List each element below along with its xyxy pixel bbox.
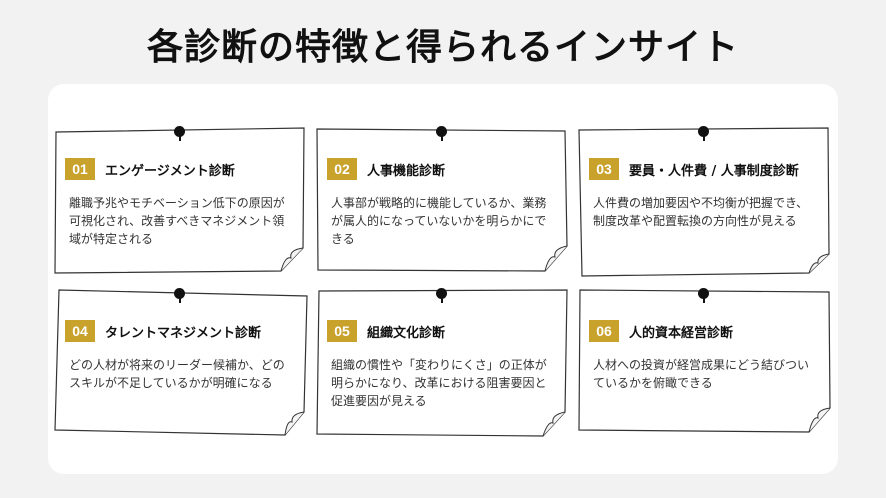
note-paper	[54, 127, 305, 274]
card-number-badge: 04	[65, 320, 95, 342]
card-number-badge: 01	[65, 158, 95, 180]
note-paper	[578, 289, 831, 433]
pin-icon	[174, 288, 186, 303]
card-title: 要員・人件費 / 人事制度診断	[629, 163, 799, 179]
card-description: 人事部が戦略的に機能しているか、業務が属人的になっていないかを明らかにできる	[331, 196, 547, 246]
card-title: 組織文化診断	[367, 325, 446, 341]
card-description: 人件費の増加要因や不均衡が把握でき、制度改革や配置転換の方向性が見える	[593, 196, 809, 228]
card-engagement: 01 エンゲージメント診断 離職予兆やモチベーション低下の原因が可視化され、改善…	[54, 126, 305, 274]
card-title: エンゲージメント診断	[105, 163, 235, 179]
pin-icon	[436, 126, 448, 141]
card-number-badge: 02	[327, 158, 357, 180]
card-description: どの人材が将来のリーダー候補か、どのスキルが不足しているかが明確になる	[69, 358, 285, 390]
card-number-badge: 06	[589, 320, 619, 342]
card-human-capital: 06 人的資本経営診断 人材への投資が経営成果にどう結びついているかを俯瞰できる	[578, 288, 831, 434]
note-paper	[316, 128, 568, 272]
card-org-culture: 05 組織文化診断 組織の慣性や「変わりにくさ」の正体が明らかになり、改革におけ…	[316, 288, 568, 437]
pin-icon	[698, 288, 710, 303]
card-title: 人的資本経営診断	[629, 325, 734, 341]
card-number-badge: 03	[589, 158, 619, 180]
pin-icon	[436, 288, 448, 303]
card-description: 離職予兆やモチベーション低下の原因が可視化され、改善すべきマネジメント領域が特定…	[69, 196, 285, 246]
note-paper	[316, 289, 568, 437]
pin-icon	[698, 126, 710, 141]
card-staffing-cost: 03 要員・人件費 / 人事制度診断 人件費の増加要因や不均衡が把握でき、制度改…	[578, 126, 830, 277]
card-description: 組織の慣性や「変わりにくさ」の正体が明らかになり、改革における阻害要因と促進要因…	[331, 358, 547, 408]
page-title: 各診断の特徴と得られるインサイト	[146, 27, 739, 68]
pin-icon	[174, 126, 186, 141]
card-description: 人材への投資が経営成果にどう結びついているかを俯瞰できる	[593, 358, 810, 390]
note-paper	[54, 289, 308, 436]
card-hr-function: 02 人事機能診断 人事部が戦略的に機能しているか、業務が属人的になっていないか…	[316, 126, 568, 272]
card-title: タレントマネジメント診断	[105, 325, 262, 341]
card-number-badge: 05	[327, 320, 357, 342]
card-talent-management: 04 タレントマネジメント診断 どの人材が将来のリーダー候補か、どのスキルが不足…	[54, 288, 308, 436]
note-paper	[578, 127, 830, 277]
card-title: 人事機能診断	[367, 163, 446, 179]
